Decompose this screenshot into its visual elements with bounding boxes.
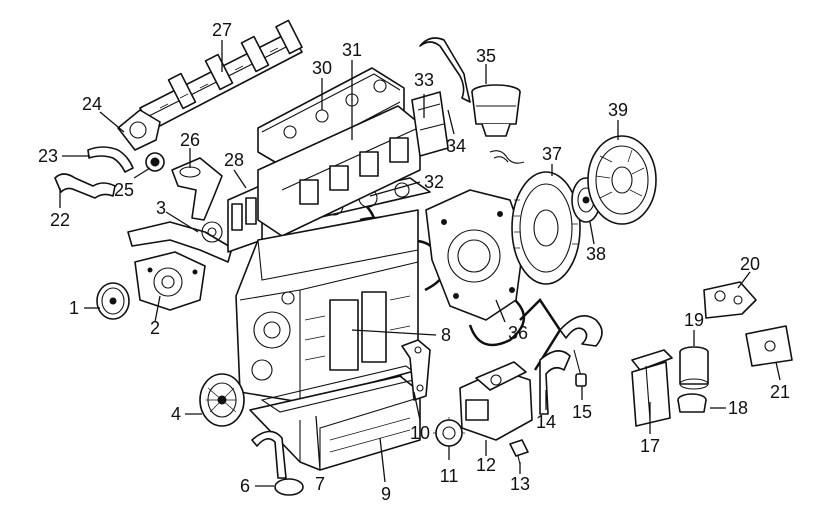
callout-19: 19 (684, 310, 704, 330)
filter-base[interactable] (677, 393, 707, 413)
callout-10: 10 (410, 423, 430, 443)
water-pump[interactable] (134, 251, 206, 311)
intake-manifold[interactable] (227, 184, 263, 253)
engine-bracket[interactable] (401, 339, 431, 401)
callout-27: 27 (212, 20, 232, 40)
callout-35: 35 (476, 46, 496, 66)
callout-3: 3 (156, 198, 166, 218)
hose-23[interactable] (87, 146, 134, 173)
callout-17: 17 (640, 436, 660, 456)
fuel-filter[interactable] (679, 346, 709, 390)
drive-gear[interactable] (433, 417, 465, 449)
crankshaft-pulley[interactable] (199, 373, 245, 427)
callout-labels: 1 2 3 4 6 7 8 9 10 11 12 13 14 15 17 18 … (38, 20, 790, 504)
exhaust-manifold[interactable] (139, 19, 303, 131)
callout-38: 38 (586, 244, 606, 264)
exhaust-elbow[interactable] (117, 109, 161, 151)
callout-28: 28 (224, 150, 244, 170)
clutch-assembly[interactable] (587, 135, 657, 225)
callout-30: 30 (312, 58, 332, 78)
callout-25: 25 (114, 180, 134, 200)
hose-22[interactable] (54, 173, 116, 199)
fuel-line[interactable] (559, 314, 603, 387)
callout-32: 32 (424, 172, 444, 192)
pressure-sensor[interactable] (509, 439, 529, 465)
engine-block[interactable] (235, 209, 419, 403)
pulley[interactable] (96, 282, 130, 320)
oil-pan[interactable] (249, 375, 421, 471)
filter-head[interactable] (703, 281, 757, 319)
callout-24: 24 (82, 94, 102, 114)
callout-26: 26 (180, 130, 200, 150)
water-pipe[interactable] (127, 221, 233, 263)
callout-39: 39 (608, 100, 628, 120)
callout-12: 12 (476, 455, 496, 475)
callout-34: 34 (446, 136, 466, 156)
callout-4: 4 (171, 404, 181, 424)
callout-22: 22 (50, 210, 70, 230)
cylinder-head[interactable] (257, 105, 421, 237)
breather-hose[interactable] (419, 37, 471, 103)
filter-bracket[interactable] (631, 349, 673, 427)
hydraulic-pump[interactable] (459, 361, 533, 441)
callout-20: 20 (740, 254, 760, 274)
callout-36: 36 (508, 323, 528, 343)
callout-31: 31 (342, 40, 362, 60)
callout-8: 8 (441, 325, 451, 345)
callout-18: 18 (728, 398, 748, 418)
return-pipe[interactable] (539, 350, 571, 415)
callout-14: 14 (536, 412, 556, 432)
mounting-bracket[interactable] (745, 325, 793, 367)
callout-7: 7 (315, 474, 325, 494)
flywheel-housing[interactable] (425, 189, 525, 321)
callout-33: 33 (414, 70, 434, 90)
flywheel[interactable] (511, 171, 581, 285)
side-plate[interactable] (411, 91, 449, 157)
callout-37: 37 (542, 144, 562, 164)
callout-1: 1 (69, 298, 79, 318)
callout-6: 6 (240, 476, 250, 496)
thermostat[interactable] (145, 152, 165, 172)
callout-23: 23 (38, 146, 58, 166)
oil-pickup[interactable] (251, 430, 304, 496)
callout-9: 9 (381, 484, 391, 504)
breather-filter[interactable] (471, 84, 521, 137)
thermostat-housing[interactable] (171, 157, 223, 221)
callout-21: 21 (770, 382, 790, 402)
callout-15: 15 (572, 402, 592, 422)
leader-lines (59, 40, 781, 487)
small-pipe[interactable] (489, 150, 525, 164)
callout-11: 11 (440, 466, 459, 486)
callout-2: 2 (150, 318, 160, 338)
callout-13: 13 (510, 474, 530, 494)
